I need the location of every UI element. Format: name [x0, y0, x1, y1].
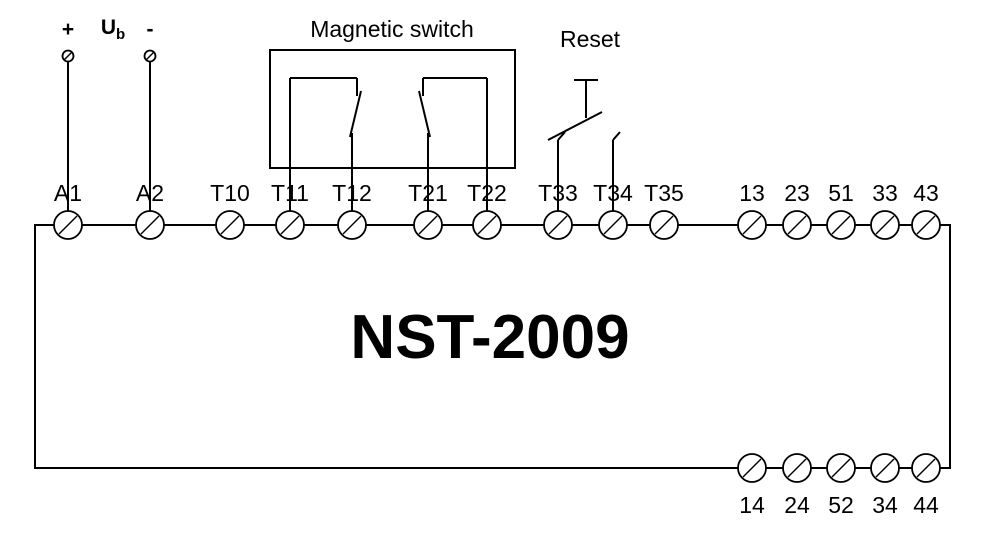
- terminal-13-label: 13: [739, 180, 765, 206]
- terminal-T12: T12: [332, 180, 372, 240]
- terminal-24-slash: [787, 458, 807, 478]
- terminal-34: 34: [870, 453, 900, 518]
- terminal-T11-slash: [280, 215, 300, 235]
- terminal-13: 13: [737, 180, 767, 240]
- terminal-23-label: 23: [784, 180, 810, 206]
- terminal-A1-slash: [58, 215, 78, 235]
- terminal-51: 51: [826, 180, 856, 240]
- terminal-T34-slash: [603, 215, 623, 235]
- terminal-T11-label: T11: [271, 180, 309, 206]
- terminal-51-label: 51: [828, 180, 854, 206]
- terminal-14: 14: [737, 453, 767, 518]
- supply-voltage-sub: b: [116, 26, 125, 43]
- device-title: NST-2009: [350, 303, 629, 372]
- terminal-52-label: 52: [828, 492, 854, 518]
- terminal-T10-label: T10: [210, 180, 250, 206]
- terminal-52: 52: [826, 453, 856, 518]
- terminal-52-slash: [831, 458, 851, 478]
- reset-section: Reset: [547, 26, 621, 211]
- terminal-24: 24: [782, 453, 812, 518]
- magnetic-switch-contact-right: [418, 77, 488, 211]
- terminal-T34-label: T34: [593, 180, 633, 206]
- terminal-51-slash: [831, 215, 851, 235]
- magnetic-switch-contact-left: [289, 77, 362, 211]
- plus-sign: +: [62, 18, 74, 41]
- terminal-T35-label: T35: [644, 180, 684, 206]
- terminal-33-slash: [875, 215, 895, 235]
- magnetic-switch-box: [269, 49, 516, 169]
- magnetic-switch-label: Magnetic switch: [310, 16, 474, 42]
- terminal-44-slash: [916, 458, 936, 478]
- terminal-43: 43: [911, 180, 941, 240]
- terminal-13-slash: [742, 215, 762, 235]
- terminal-T35: T35: [644, 180, 684, 240]
- terminal-T22-slash: [477, 215, 497, 235]
- terminal-row-top: A1 A2 T10 T11 T12 T21: [53, 180, 941, 240]
- minus-connector-slash: [146, 52, 154, 60]
- supply-voltage-label: Ub: [101, 16, 125, 43]
- terminal-T11: T11: [271, 180, 309, 240]
- terminal-T21: T21: [408, 180, 448, 240]
- terminal-T21-slash: [418, 215, 438, 235]
- terminal-T33-label: T33: [538, 180, 578, 206]
- terminal-T22-label: T22: [467, 180, 507, 206]
- reset-contact-left-hook: [557, 131, 566, 141]
- reset-blade: [547, 111, 603, 141]
- terminal-A1: A1: [53, 180, 83, 240]
- terminal-43-slash: [916, 215, 936, 235]
- terminal-T22: T22: [467, 180, 507, 240]
- terminal-A2: A2: [135, 180, 165, 240]
- contact-left-blade: [349, 90, 362, 138]
- terminal-14-slash: [742, 458, 762, 478]
- terminal-43-label: 43: [913, 180, 939, 206]
- terminal-A2-label: A2: [136, 180, 164, 206]
- terminal-34-slash: [875, 458, 895, 478]
- terminal-A1-label: A1: [54, 180, 82, 206]
- terminal-23: 23: [782, 180, 812, 240]
- terminal-T12-slash: [342, 215, 362, 235]
- supply-voltage-u: U: [101, 16, 116, 39]
- terminal-A2-slash: [140, 215, 160, 235]
- terminal-14-label: 14: [739, 492, 765, 518]
- reset-label: Reset: [560, 26, 621, 52]
- contact-right-blade: [418, 90, 431, 138]
- terminal-row-bottom: 14 24 52 34 44: [737, 453, 941, 518]
- minus-sign: -: [147, 18, 154, 41]
- terminal-T34: T34: [593, 180, 633, 240]
- terminal-44-label: 44: [913, 492, 939, 518]
- terminal-34-label: 34: [872, 492, 898, 518]
- terminal-33: 33: [870, 180, 900, 240]
- reset-contact-right-hook: [612, 131, 621, 141]
- terminal-44: 44: [911, 453, 941, 518]
- terminal-24-label: 24: [784, 492, 810, 518]
- terminal-T33: T33: [538, 180, 578, 240]
- power-supply-section: + Ub -: [61, 16, 157, 211]
- terminal-23-slash: [787, 215, 807, 235]
- magnetic-switch-section: Magnetic switch: [269, 16, 516, 211]
- terminal-T35-slash: [654, 215, 674, 235]
- terminal-T10-slash: [220, 215, 240, 235]
- terminal-T10: T10: [210, 180, 250, 240]
- terminal-T33-slash: [548, 215, 568, 235]
- plus-connector-slash: [64, 52, 72, 60]
- terminal-T12-label: T12: [332, 180, 372, 206]
- terminal-33-label: 33: [872, 180, 898, 206]
- terminal-T21-label: T21: [408, 180, 448, 206]
